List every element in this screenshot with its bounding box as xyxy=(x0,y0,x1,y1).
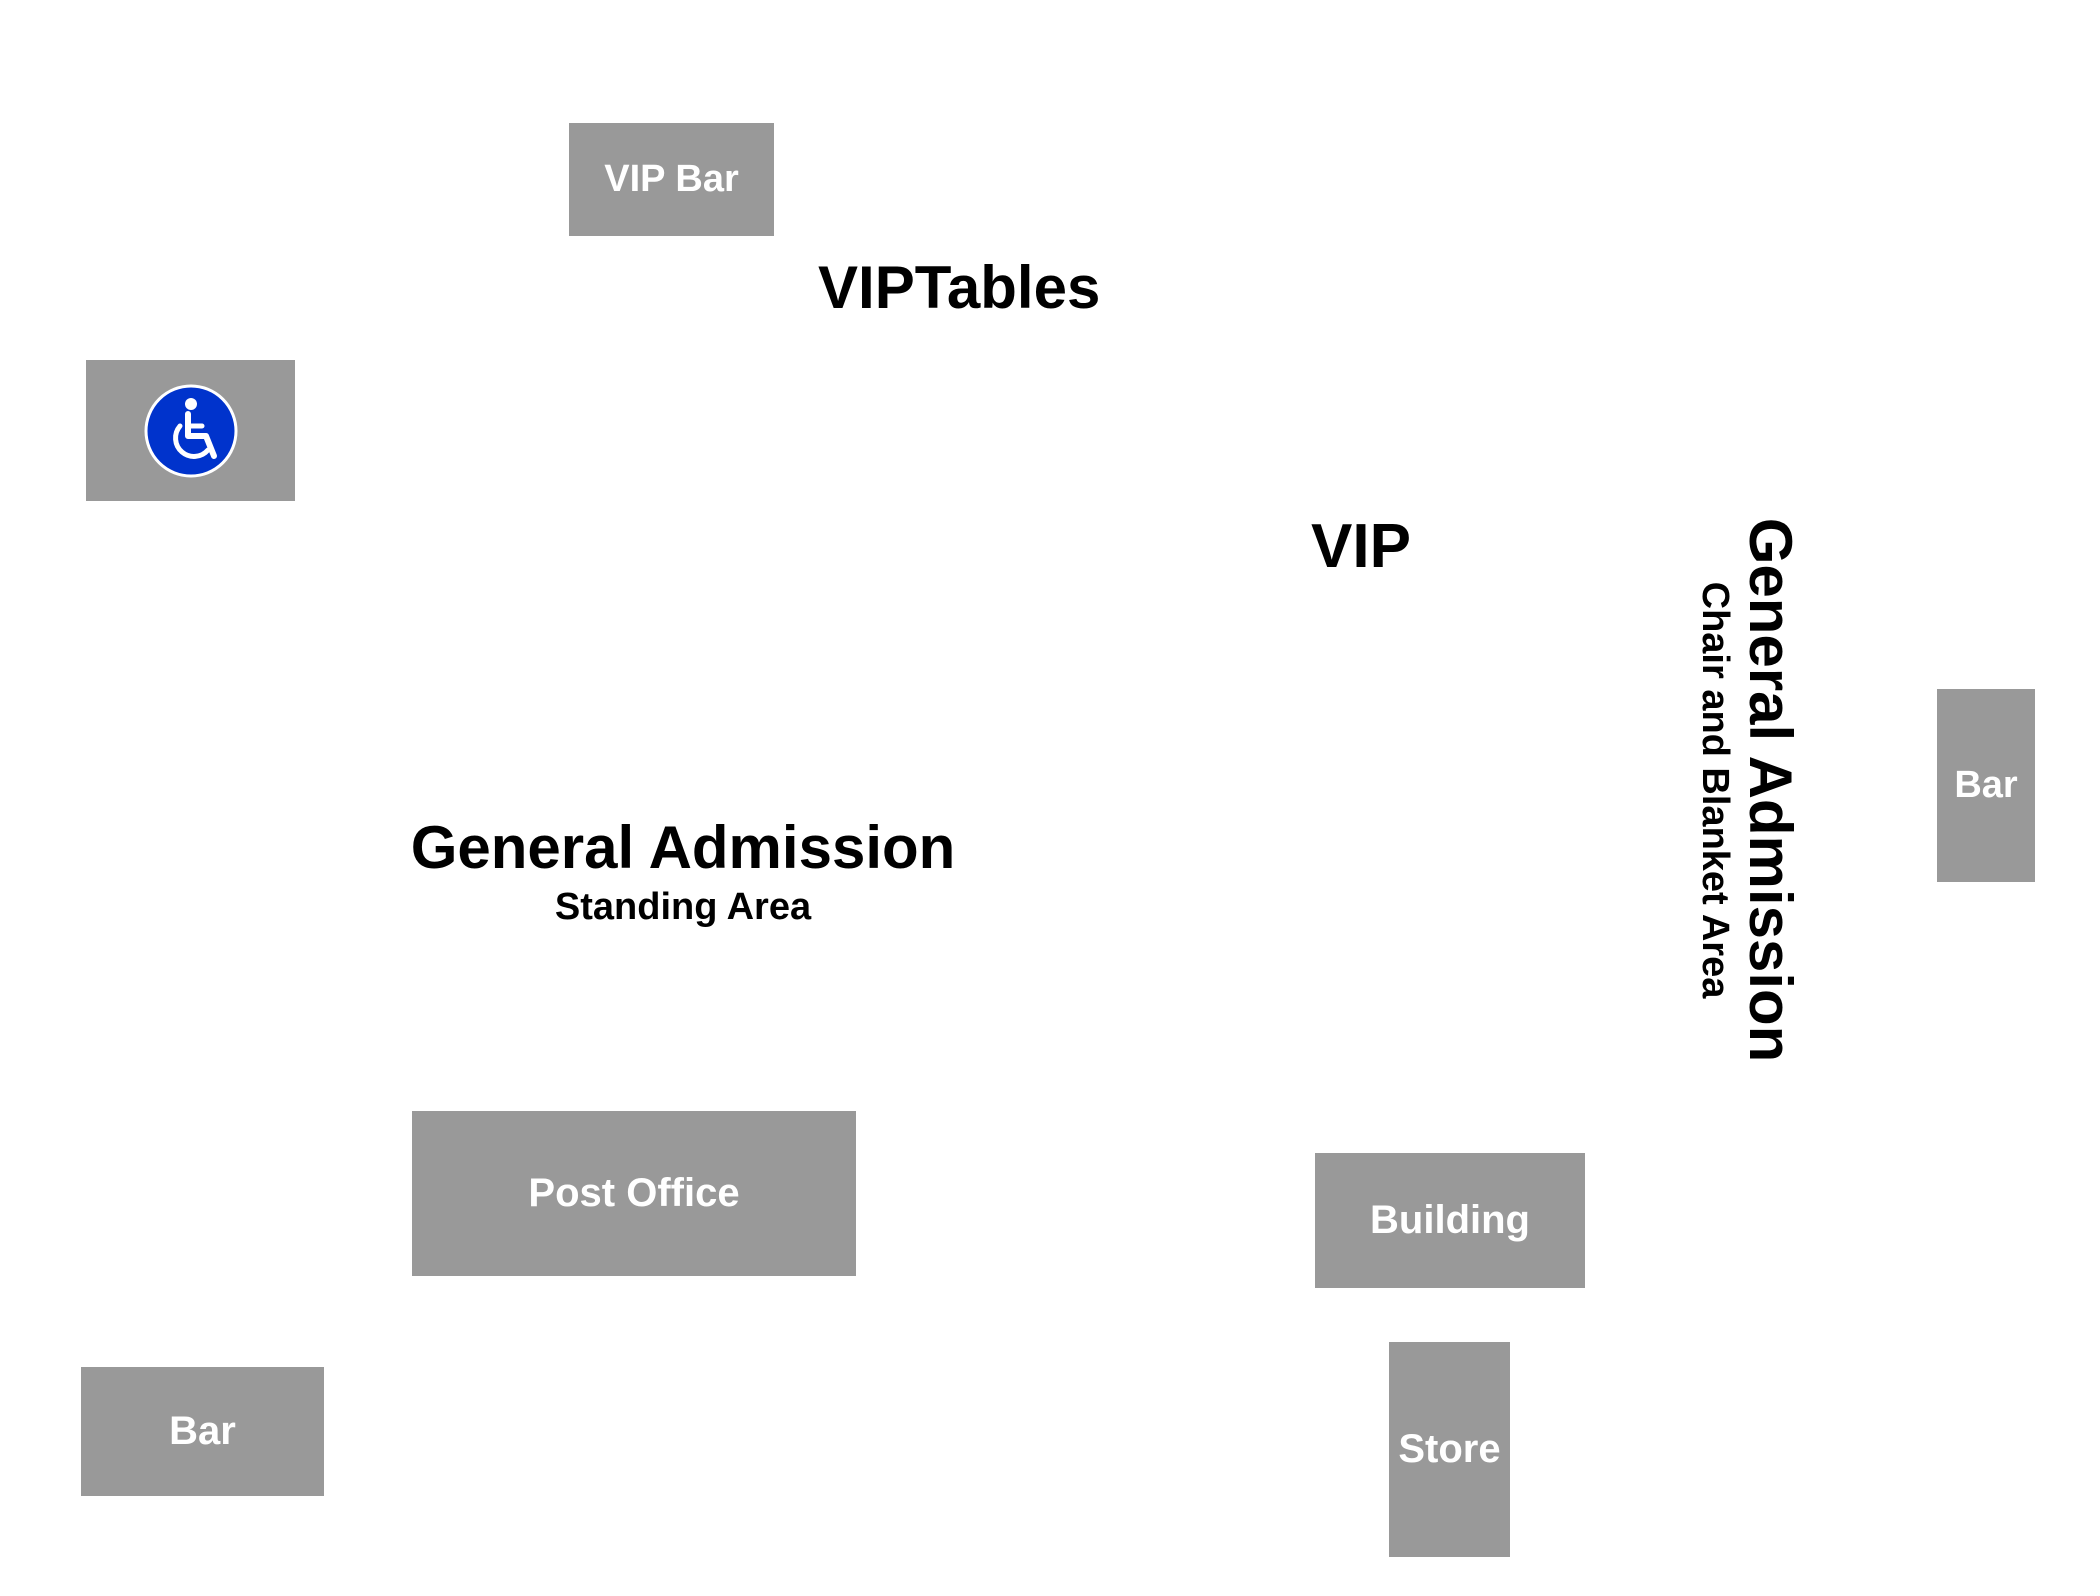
bar-left-block[interactable]: Bar xyxy=(81,1367,324,1496)
post-office-label: Post Office xyxy=(528,1171,740,1215)
ga-standing-subtitle: Standing Area xyxy=(554,886,812,928)
vip-bar-label: VIP Bar xyxy=(604,158,739,200)
bar-right-block[interactable]: Bar xyxy=(1937,689,2035,882)
accessible-area-block[interactable] xyxy=(86,360,295,501)
store-block[interactable]: Store xyxy=(1389,1342,1510,1557)
bar-left-label: Bar xyxy=(169,1409,236,1453)
building-label: Building xyxy=(1370,1198,1530,1242)
vip-area-label: VIP xyxy=(1311,512,1411,581)
building-block[interactable]: Building xyxy=(1315,1153,1585,1288)
bar-right-label: Bar xyxy=(1954,764,2018,806)
ga-standing-area-label: General Admission Standing Area xyxy=(383,812,983,930)
store-label: Store xyxy=(1398,1427,1501,1471)
post-office-block[interactable]: Post Office xyxy=(412,1111,856,1276)
ga-chair-subtitle: Chair and Blanket Area xyxy=(1694,581,1736,999)
wheelchair-accessibility-icon xyxy=(144,384,237,477)
vip-tables-label: VIPTables xyxy=(818,254,1101,321)
ga-chair-title: General Admission xyxy=(1737,517,1804,1063)
vip-bar-block[interactable]: VIP Bar xyxy=(569,123,774,236)
ga-standing-title: General Admission xyxy=(410,814,956,881)
ga-chair-area-label: General Admission Chair and Blanket Area xyxy=(1690,510,1804,1070)
